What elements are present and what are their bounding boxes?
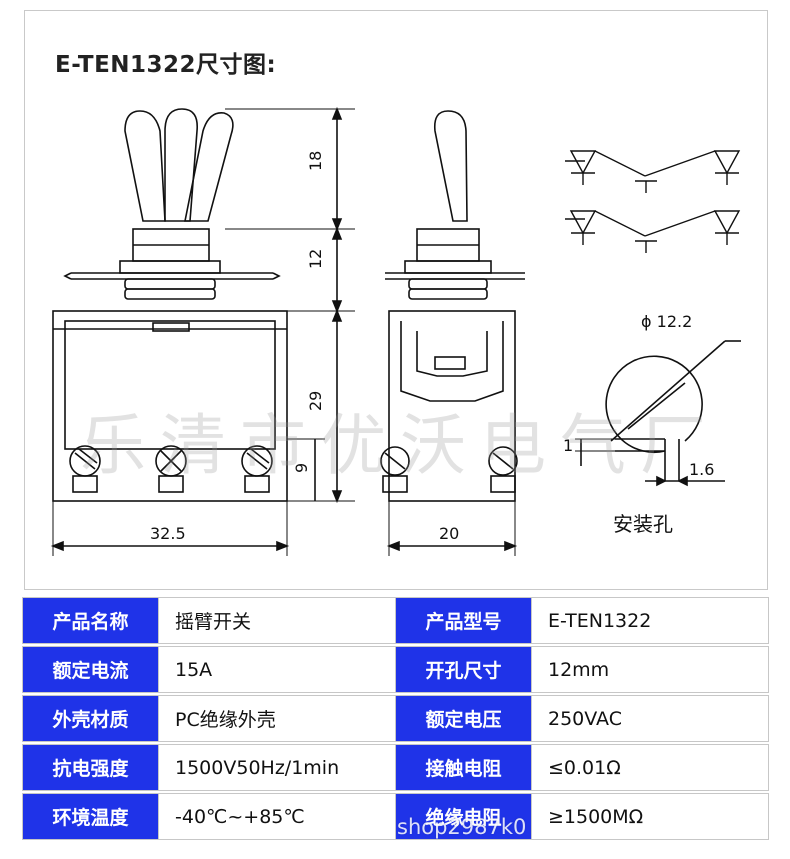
spec-value: 摇臂开关: [158, 597, 396, 644]
dim-terminal-height: 9: [292, 463, 311, 473]
spec-label: 产品名称: [22, 597, 159, 644]
spec-value: ≤0.01Ω: [531, 744, 769, 791]
dim-key-depth: 1: [563, 436, 573, 455]
dim-key-width: 1.6: [689, 460, 714, 479]
spec-value: E-TEN1322: [531, 597, 769, 644]
dim-hole-diameter: ϕ 12.2: [641, 312, 692, 331]
dim-lever-height: 18: [306, 151, 325, 171]
spec-label: 外壳材质: [22, 695, 159, 742]
front-terminals: [69, 445, 273, 493]
dim-body-height: 29: [306, 391, 325, 411]
spec-label: 接触电阻: [395, 744, 532, 791]
dimension-drawing: 18 12 29 9 32.5 20 ϕ 12.2 1.6 1 安装孔 E-TE…: [24, 10, 768, 590]
spec-value: 12mm: [531, 646, 769, 693]
spec-label: 额定电压: [395, 695, 532, 742]
front-levers: [124, 108, 234, 222]
spec-label: 绝缘电阻: [395, 793, 532, 840]
mounting-hole-drawing: [575, 340, 741, 487]
spec-value: PC绝缘外壳: [158, 695, 396, 742]
side-view: [380, 110, 525, 556]
dim-body-width: 32.5: [150, 524, 186, 543]
circuit-schematic: [565, 150, 741, 253]
spec-label: 产品型号: [395, 597, 532, 644]
spec-value: 15A: [158, 646, 396, 693]
mounting-hole-label: 安装孔: [613, 512, 673, 536]
spec-label: 开孔尺寸: [395, 646, 532, 693]
dimension-drawing-svg: 18 12 29 9 32.5 20 ϕ 12.2 1.6 1 安装孔: [50, 106, 741, 556]
dim-side-width: 20: [439, 524, 459, 543]
spec-label: 抗电强度: [22, 744, 159, 791]
spec-label: 额定电流: [22, 646, 159, 693]
spec-value: -40℃~+85℃: [158, 793, 396, 840]
spec-label: 环境温度: [22, 793, 159, 840]
spec-value: ≥1500MΩ: [531, 793, 769, 840]
drawing-title: E-TEN1322尺寸图:: [55, 52, 277, 78]
dim-bushing-height: 12: [306, 249, 325, 269]
spec-value: 1500V50Hz/1min: [158, 744, 396, 791]
spec-value: 250VAC: [531, 695, 769, 742]
